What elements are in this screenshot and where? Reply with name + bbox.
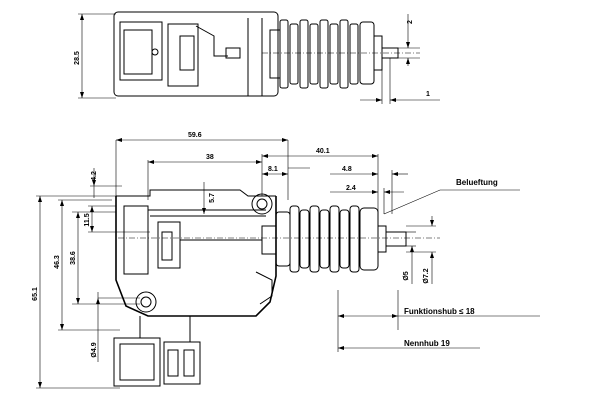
dim-top-right-1: 1 (426, 91, 430, 98)
label-nominal-stroke: Nennhub 19 (404, 339, 450, 348)
dim-65-1: 65.1 (32, 287, 39, 301)
dim-2-4: 2.4 (346, 185, 356, 192)
dim-38: 38 (206, 154, 214, 161)
dim-8-1: 8.1 (268, 166, 278, 173)
dim-46-3: 46.3 (54, 255, 61, 269)
top-bellows (279, 19, 383, 89)
dim-4-8: 4.8 (342, 166, 352, 173)
dim-40-1: 40.1 (316, 148, 330, 155)
dim-59-6: 59.6 (188, 132, 202, 139)
label-vent: Belueftung (456, 178, 498, 187)
connector (113, 316, 201, 387)
dim-4-2: 4.2 (91, 171, 98, 181)
dim-top-right-2: 2 (407, 20, 414, 24)
dim-dia-5: Ø5 (403, 271, 410, 280)
dim-5-7: 5.7 (209, 193, 216, 203)
side-view: 59.6 38 40.1 8.1 4.8 2.4 Belueftung (32, 132, 540, 389)
dim-top-height: 28.5 (74, 51, 81, 65)
dim-dia-4-9: Ø4.9 (91, 342, 98, 357)
dim-dia-7-2: Ø7.2 (423, 268, 430, 283)
dim-38-6: 38.6 (70, 251, 77, 265)
side-bellows (275, 205, 379, 273)
label-function-stroke: Funktionshub ≤ 18 (404, 307, 475, 316)
dim-11-5: 11.5 (84, 213, 91, 226)
top-view: 28.5 (74, 11, 440, 104)
